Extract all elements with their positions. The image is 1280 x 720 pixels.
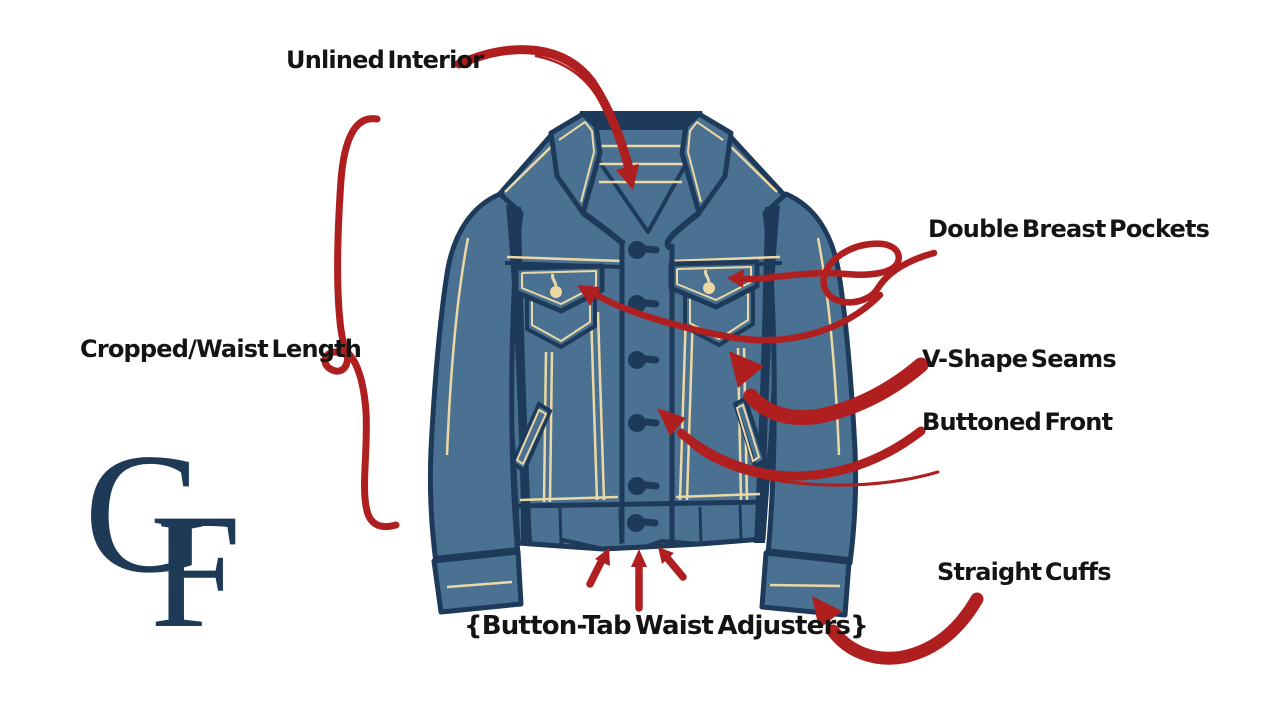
- front-panel-seams: [542, 309, 749, 503]
- annotation-arrows: [321, 45, 984, 665]
- label-straight-cuffs: Straight Cuffs: [937, 558, 1112, 586]
- right-pocket-button: [703, 282, 715, 294]
- logo-letter-g: G: [84, 419, 209, 609]
- gf-monogram-logo: G F: [84, 419, 274, 654]
- label-double-breast-pockets: Double Breast Pockets: [928, 215, 1210, 243]
- double-breast-pockets-arrow: [577, 240, 938, 344]
- button-placket: [619, 240, 675, 543]
- jacket-collar: [548, 111, 734, 251]
- label-buttoned-front: Buttoned Front: [922, 408, 1113, 436]
- straight-cuffs-arrow: [812, 592, 984, 665]
- label-cropped-waist-length: Cropped/Waist Length: [80, 335, 362, 363]
- cropped-length-brace: [321, 115, 400, 531]
- side-welt-pockets: [510, 396, 768, 475]
- waist-adjuster-arrows: [586, 547, 687, 612]
- logo-letter-f: F: [150, 481, 242, 662]
- buttoned-front-arrow: [657, 408, 940, 487]
- label-button-tab-waist-adjusters: {Button-Tab Waist Adjusters}: [464, 611, 869, 641]
- unlined-interior-arrow: [454, 45, 639, 190]
- left-pocket-button: [550, 286, 562, 298]
- label-v-shape-seams: V-Shape Seams: [922, 345, 1117, 373]
- label-unlined-interior: Unlined Interior: [286, 46, 484, 74]
- jacket-cuffs: [431, 547, 852, 618]
- v-shape-seams-arrow: [729, 351, 929, 426]
